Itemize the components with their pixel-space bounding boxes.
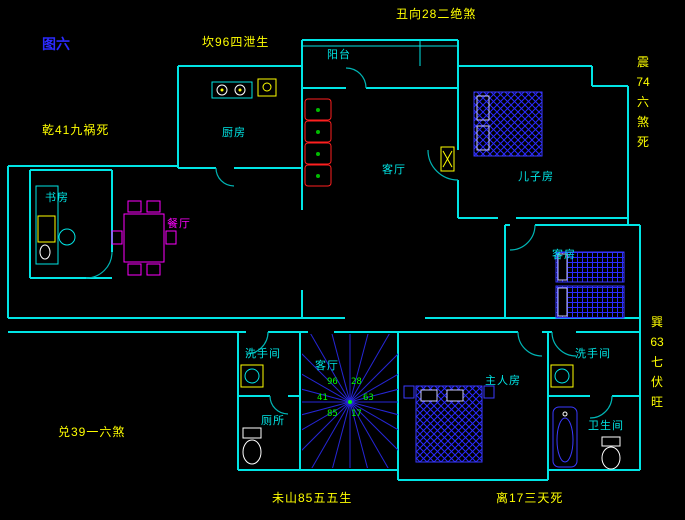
- compass-number-2: 28: [351, 377, 362, 387]
- room-label-guest-room: 客房: [552, 249, 576, 261]
- figure-label: 图六: [42, 36, 70, 52]
- room-label-balcony: 阳台: [327, 49, 351, 61]
- room-label-kitchen: 厨房: [222, 127, 246, 139]
- room-label-master-room: 主人房: [485, 375, 521, 387]
- toilet-right: [601, 436, 621, 470]
- annotation-right-lower: 巽 63 七 伏 旺: [650, 315, 664, 409]
- sofa: [304, 98, 332, 187]
- room-label-study: 书房: [45, 192, 69, 204]
- compass-number-3: 41: [317, 393, 328, 403]
- annotation-right-upper: 震 74 六 煞 死: [636, 55, 650, 149]
- annotation-bottom-right: 离17三天死: [496, 491, 564, 505]
- room-label-toilet: 厕所: [261, 415, 285, 427]
- toilet-left: [242, 427, 262, 465]
- door-arcs: [85, 67, 613, 419]
- room-label-washroom-left: 洗手间: [245, 348, 281, 360]
- annotation-top: 丑向28二绝煞: [396, 7, 477, 21]
- bathtub: [552, 406, 578, 468]
- compass-number-5: 85: [327, 409, 338, 419]
- tv: [440, 146, 455, 172]
- annotation-lower-left: 兑39一六煞: [58, 425, 126, 439]
- room-label-washroom-right: 洗手间: [575, 348, 611, 360]
- sink-left: [240, 364, 264, 388]
- guest-beds: [555, 251, 625, 319]
- annotation-bottom-center: 未山85五五生: [272, 491, 353, 505]
- walls: [7, 39, 641, 481]
- room-label-sons-room: 儿子房: [518, 171, 554, 183]
- room-label-dining-room: 餐厅: [167, 218, 191, 230]
- annotation-left: 乾41九祸死: [42, 123, 110, 137]
- stove: [211, 78, 277, 99]
- dining-set: [111, 200, 177, 276]
- compass-number-1: 96: [327, 377, 338, 387]
- compass-number-4: 63: [363, 393, 374, 403]
- room-label-stair-hall: 客厅: [315, 360, 339, 372]
- sons-bed: [473, 91, 543, 157]
- master-bed: [403, 385, 495, 463]
- room-label-bathroom: 卫生间: [588, 420, 624, 432]
- compass-number-6: 17: [351, 409, 362, 419]
- room-label-living-room: 客厅: [382, 164, 406, 176]
- study-desk: [35, 185, 76, 265]
- sink-right: [550, 364, 574, 388]
- compass-star: [302, 334, 398, 468]
- annotation-upper-left: 坎96四泄生: [202, 35, 270, 49]
